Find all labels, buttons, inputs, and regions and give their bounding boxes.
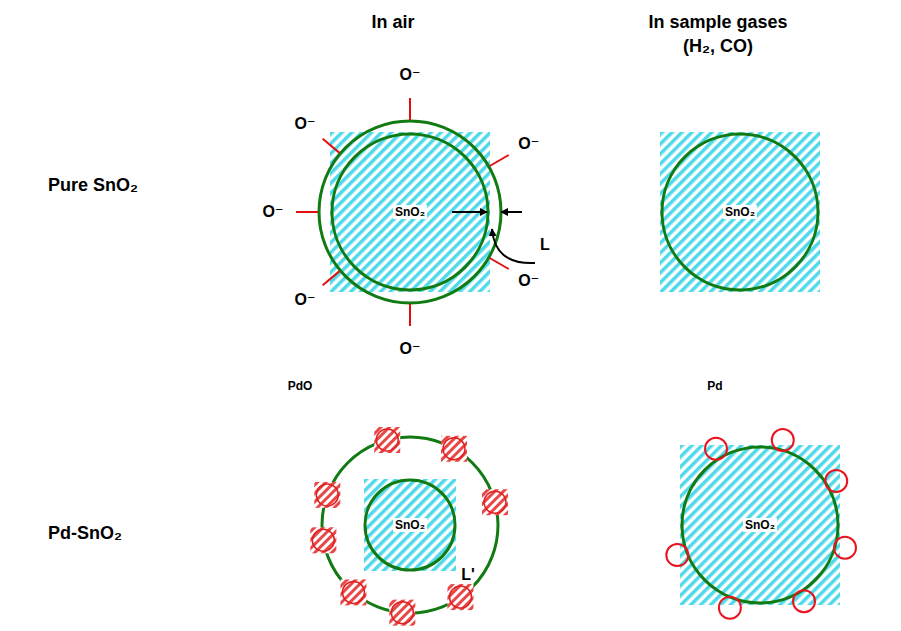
pd-particle <box>825 470 847 492</box>
pdo-particle-outline <box>391 602 413 624</box>
pd-particle <box>719 597 741 619</box>
ion-label: O⁻ <box>295 112 316 136</box>
dimension-arrow <box>452 211 487 213</box>
depletion-boundary <box>322 437 498 613</box>
adsorption-bond <box>323 271 340 285</box>
ion-label: O⁻ <box>518 269 539 293</box>
grain-boundary <box>682 447 838 603</box>
adsorption-bond <box>490 258 509 269</box>
grain-node: SnO₂ <box>660 132 820 292</box>
dimension-arrow <box>501 211 522 213</box>
grain-label: SnO₂ <box>393 205 427 219</box>
material-label: PdO <box>288 374 313 398</box>
material-label: Pd <box>707 374 722 398</box>
grain-core <box>660 132 820 292</box>
grain-label: SnO₂ <box>393 518 427 532</box>
pdo-particle <box>310 527 336 553</box>
pd-particle <box>666 544 688 566</box>
pdo-particle-outline <box>376 429 398 451</box>
pdo-particle <box>482 489 508 515</box>
grain-node: SnO₂ <box>364 479 456 571</box>
ion-label: O⁻ <box>400 337 421 361</box>
pdo-particle-outline <box>312 529 334 551</box>
column-heading: In air <box>371 10 414 34</box>
pd-particle <box>793 590 815 612</box>
grain-node: SnO₂ <box>680 445 840 605</box>
grain-label: SnO₂ <box>723 205 757 219</box>
pd-particle <box>834 537 856 559</box>
column-heading: In sample gases (H₂, CO) <box>633 10 803 58</box>
pdo-particle-outline <box>443 438 465 460</box>
grain-node: L' SnO₂ <box>320 435 500 615</box>
grain-boundary <box>365 480 455 570</box>
leader-arrow <box>492 229 535 263</box>
pd-particle <box>705 438 727 460</box>
adsorption-bond <box>409 98 411 120</box>
pdo-particle <box>314 482 340 508</box>
pdo-particle-outline <box>342 581 364 603</box>
pdo-particle-outline <box>484 491 506 513</box>
ion-label: O⁻ <box>400 63 421 87</box>
grain-node: SnO₂ <box>330 132 490 292</box>
ion-label: O⁻ <box>518 132 539 156</box>
ion-label: O⁻ <box>295 288 316 312</box>
row-label: Pd-SnO₂ <box>48 521 122 545</box>
grain-core <box>330 132 490 292</box>
adsorption-bond <box>490 155 509 166</box>
pdo-particle <box>447 584 473 610</box>
grain-core <box>680 445 840 605</box>
depletion-boundary <box>319 121 501 303</box>
pd-particle <box>772 429 794 451</box>
pdo-particle <box>389 600 415 626</box>
dimension-label: L <box>540 233 550 257</box>
pdo-particle <box>441 436 467 462</box>
grain-label: SnO₂ <box>743 518 777 532</box>
adsorption-bond <box>323 139 340 153</box>
dimension-label: L' <box>461 566 475 584</box>
adsorption-bond <box>409 304 411 326</box>
ion-label: O⁻ <box>263 200 284 224</box>
grain-boundary <box>662 134 818 290</box>
adsorption-bond <box>296 211 318 213</box>
pdo-particle <box>340 579 366 605</box>
pdo-particle-outline <box>449 586 471 608</box>
pdo-particle <box>374 427 400 453</box>
row-label: Pure SnO₂ <box>48 173 138 197</box>
pdo-particle-outline <box>316 484 338 506</box>
grain-core <box>364 479 456 571</box>
grain-boundary <box>332 134 488 290</box>
